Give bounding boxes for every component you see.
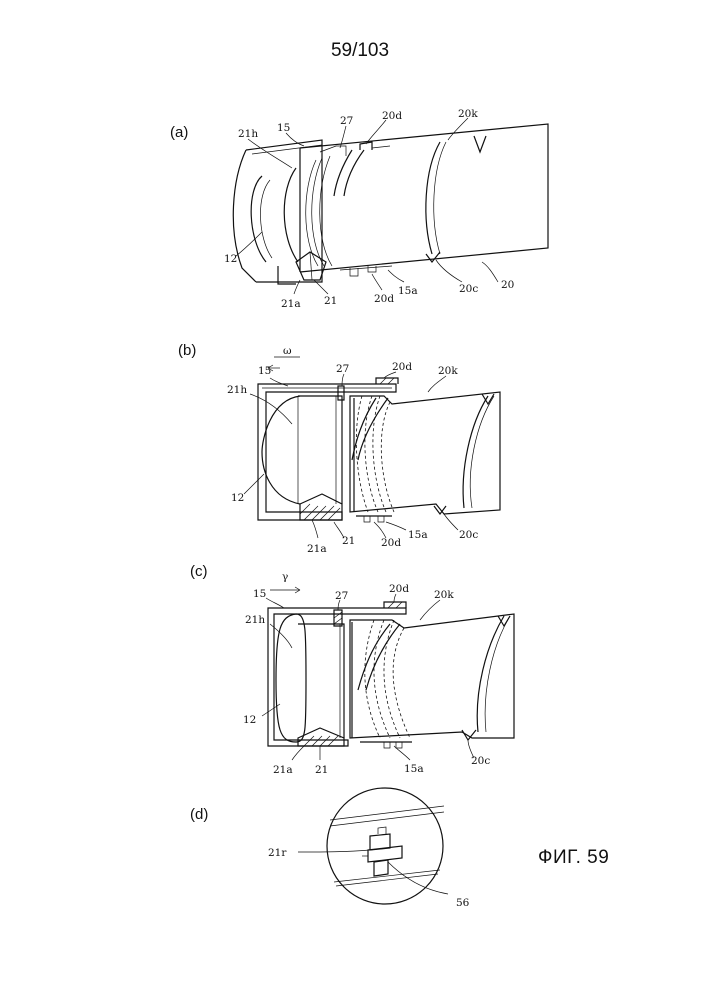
ref-21h-b: 21h (227, 384, 247, 396)
ref-20d-b-bottom: 20d (381, 537, 401, 549)
panel-c-drawing: γ (268, 571, 514, 748)
ref-20-a: 20 (501, 279, 514, 291)
ref-15a-b: 15a (408, 529, 428, 541)
ref-27-b: 27 (336, 363, 349, 375)
panel-d-drawing (327, 788, 444, 904)
ref-15-a: 15 (277, 122, 290, 134)
ref-12-a: 12 (224, 253, 237, 265)
ref-15a-c: 15a (404, 763, 424, 775)
arrow-gamma-c: γ (282, 571, 288, 583)
ref-27-a: 27 (340, 115, 353, 127)
ref-20c-c: 20c (471, 755, 490, 767)
ref-21-c: 21 (315, 764, 328, 776)
ref-20k-c: 20k (434, 589, 454, 601)
panel-a-drawing (233, 124, 548, 284)
panel-c-labels: 15 27 20d 20k 21h 12 21a 21 15a 20c (243, 583, 490, 776)
panel-a-labels: 21h 15 27 20d 20k 12 21a 21 20d 15a 20c … (224, 108, 514, 310)
ref-21-a: 21 (324, 295, 337, 307)
ref-20k-b: 20k (438, 365, 458, 377)
ref-20d-c: 20d (389, 583, 409, 595)
ref-20d-b-top: 20d (392, 361, 412, 373)
ref-20c-a: 20c (459, 283, 478, 295)
ref-20c-b: 20c (459, 529, 478, 541)
ref-21a-c: 21a (273, 764, 293, 776)
arrow-omega-b: ω (283, 345, 292, 357)
ref-15-c: 15 (253, 588, 266, 600)
ref-27-c: 27 (335, 590, 348, 602)
ref-12-c: 12 (243, 714, 256, 726)
ref-20d-a-top: 20d (382, 110, 402, 122)
ref-21-b: 21 (342, 535, 355, 547)
ref-20d-a-bottom: 20d (374, 293, 394, 305)
ref-15-b: 15 (258, 365, 271, 377)
ref-56-d: 56 (456, 897, 470, 909)
ref-21r-d: 21r (268, 847, 287, 859)
panel-b-drawing: ω (258, 345, 500, 522)
ref-21a-b: 21a (307, 543, 327, 555)
ref-15a-a: 15a (398, 285, 418, 297)
ref-21a-a: 21a (281, 298, 301, 310)
ref-21h-c: 21h (245, 614, 265, 626)
ref-12-b: 12 (231, 492, 244, 504)
ref-21h-a: 21h (238, 128, 258, 140)
ref-20k-a: 20k (458, 108, 478, 120)
